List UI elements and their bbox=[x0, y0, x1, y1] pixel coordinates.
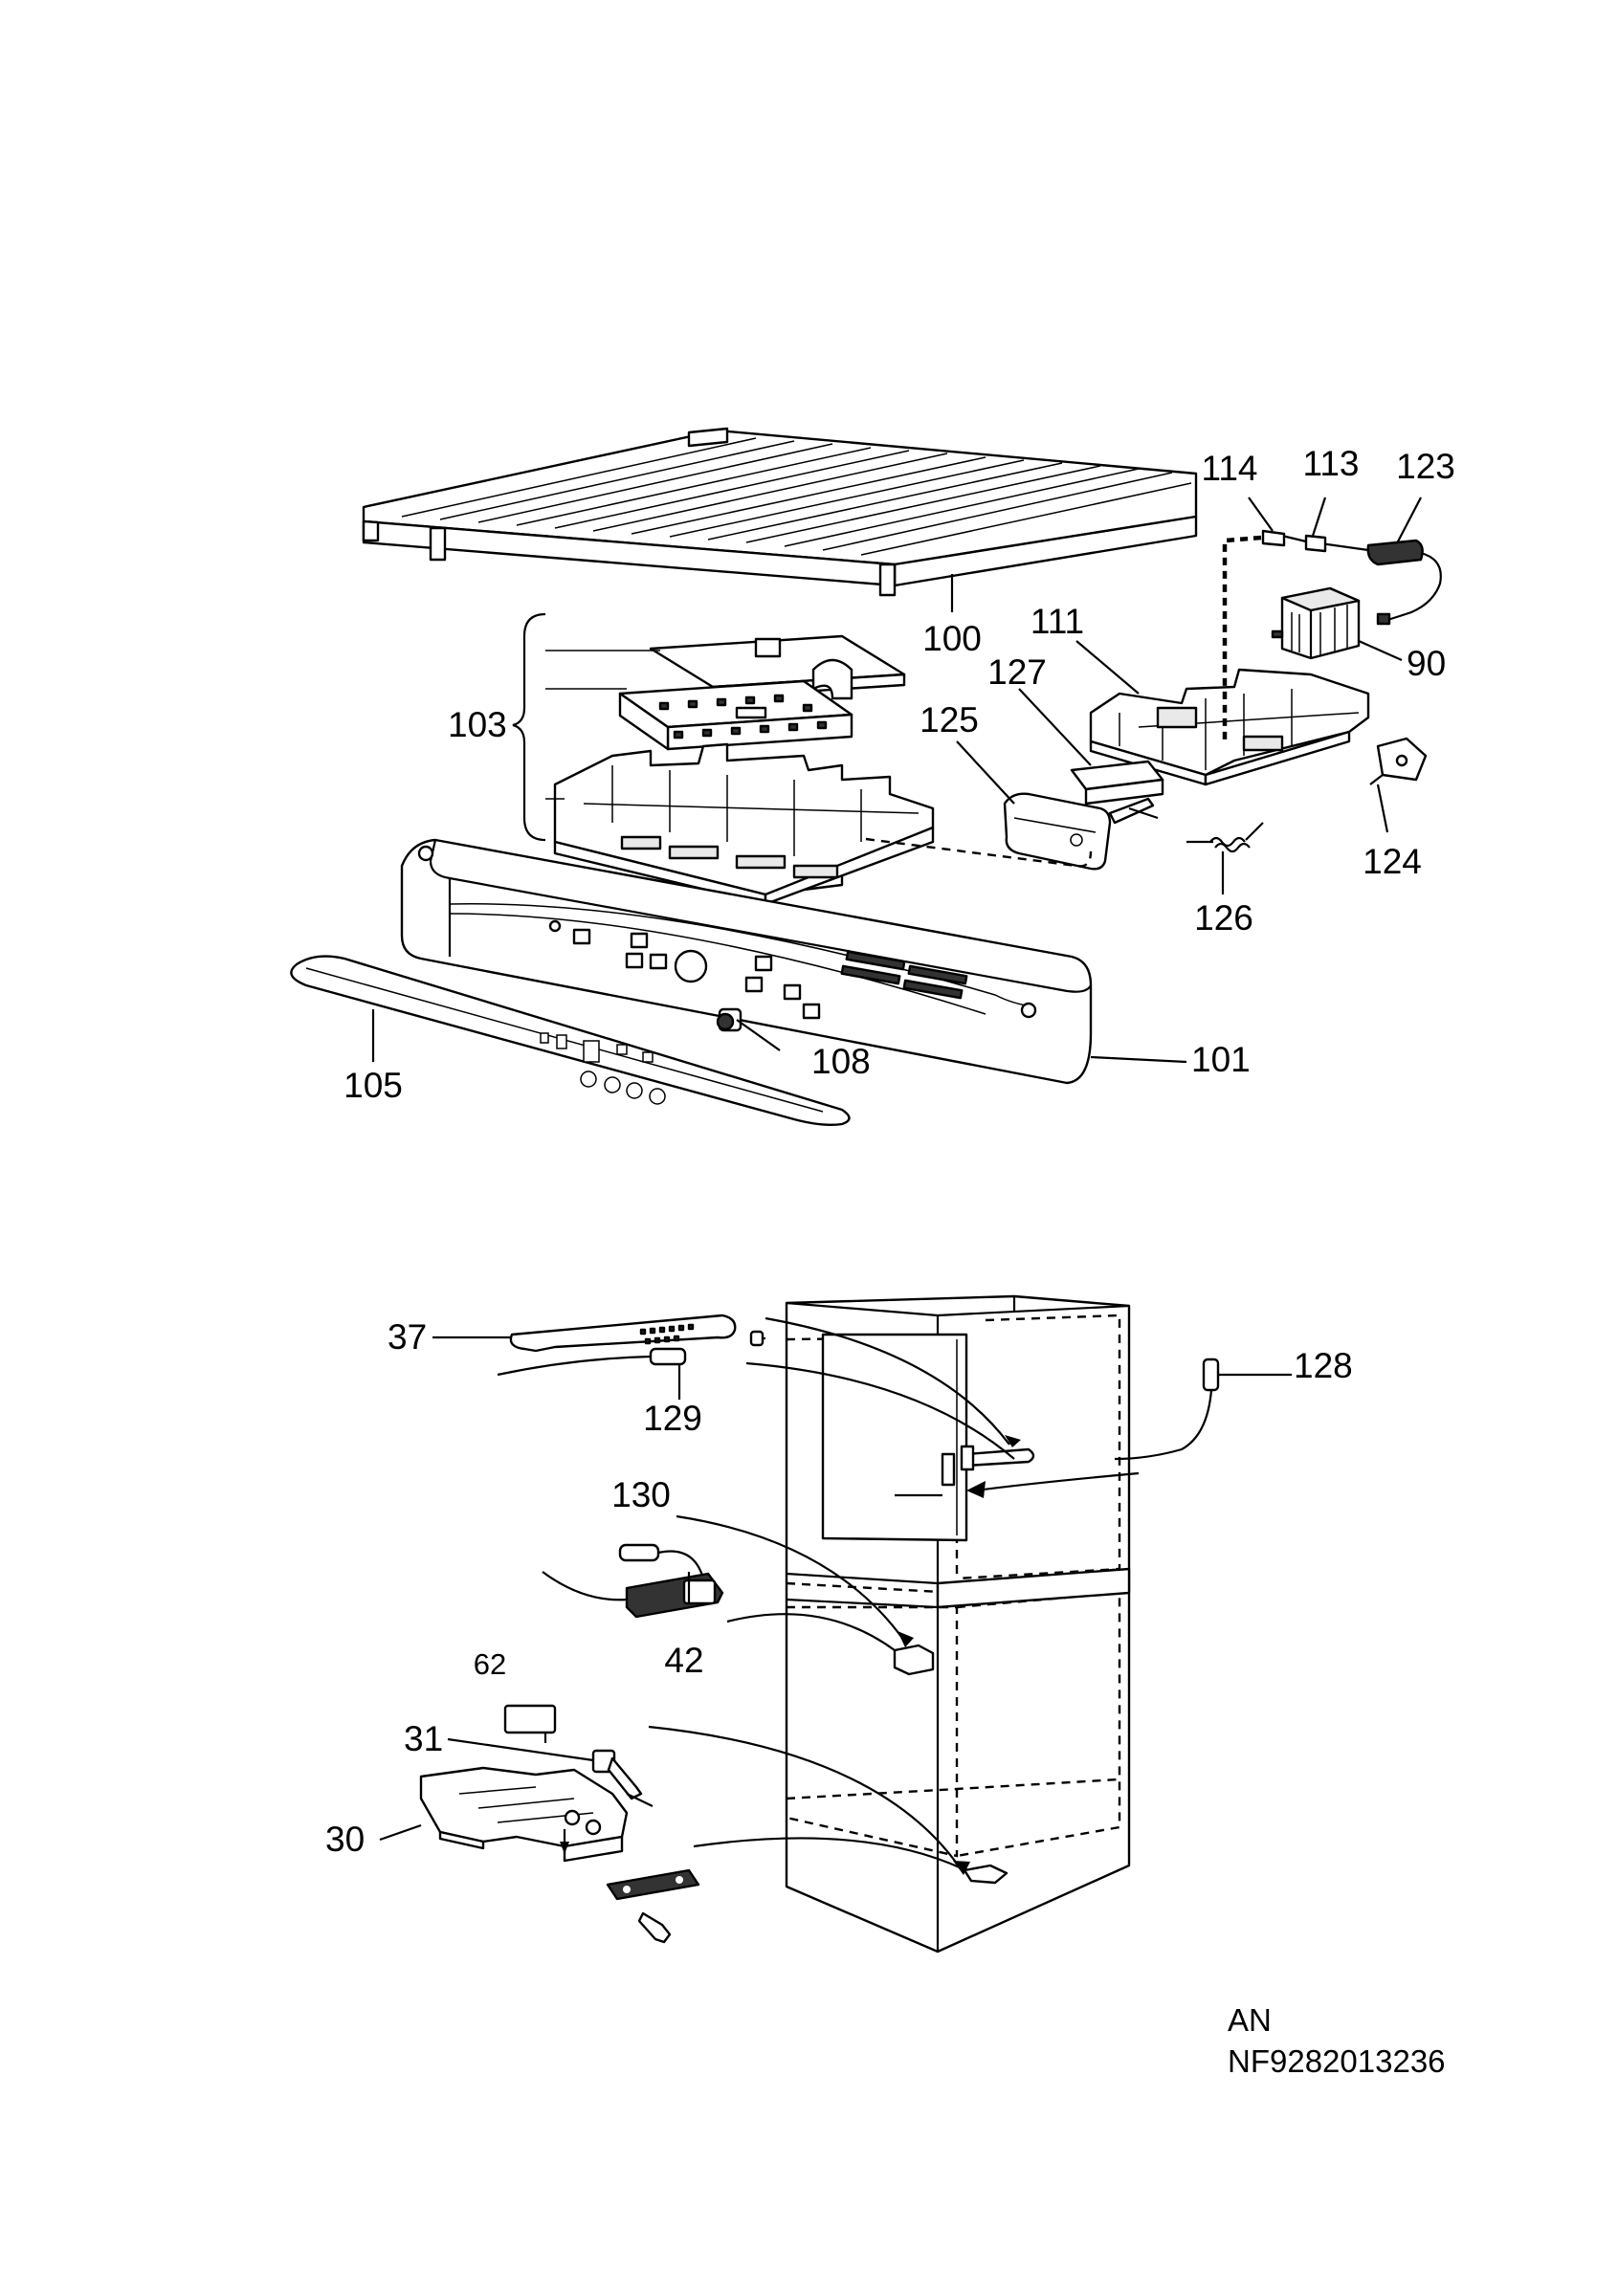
footer-document-number: NF9282013236 bbox=[1228, 2043, 1446, 2079]
thermostat-probe-31 bbox=[503, 1704, 654, 1807]
callout-111: 111 bbox=[1031, 602, 1084, 641]
bracket-124 bbox=[1369, 737, 1428, 785]
top-cover-panel bbox=[362, 427, 1198, 597]
sensor-130 bbox=[618, 1543, 705, 1579]
screw-30 bbox=[637, 1911, 672, 1944]
screw-37 bbox=[749, 1330, 765, 1347]
assembly-arrows bbox=[560, 1316, 1140, 1875]
cabinet-switch bbox=[963, 1864, 1008, 1885]
callout-37: 37 bbox=[388, 1317, 427, 1357]
callout-124: 124 bbox=[1363, 842, 1422, 881]
callout-62: 62 bbox=[474, 1647, 506, 1681]
control-panel-fascia bbox=[400, 838, 1093, 1085]
callout-128: 128 bbox=[1294, 1346, 1353, 1385]
display-lens bbox=[290, 955, 851, 1127]
footer-code-an: AN bbox=[1228, 2002, 1272, 2038]
bracket-plate-30 bbox=[606, 1868, 700, 1901]
button-knob bbox=[716, 1007, 743, 1032]
cabinet-lamp-holder bbox=[893, 1644, 935, 1676]
lamp-holder-42 bbox=[542, 1571, 724, 1619]
spring-126 bbox=[1186, 822, 1264, 853]
power-lead-assembly bbox=[1261, 529, 1442, 626]
callout-129: 129 bbox=[643, 1399, 702, 1438]
callout-126: 126 bbox=[1194, 898, 1253, 938]
callout-125: 125 bbox=[920, 700, 979, 740]
sensor-128 bbox=[1114, 1358, 1220, 1461]
callout-103: 103 bbox=[448, 705, 507, 744]
callout-42: 42 bbox=[664, 1641, 703, 1680]
callout-105: 105 bbox=[344, 1066, 403, 1105]
switch-cover-125 bbox=[1003, 792, 1159, 871]
thermostat-housing-30 bbox=[419, 1766, 629, 1863]
callout-100: 100 bbox=[922, 619, 982, 658]
leader-lines-top bbox=[371, 497, 1422, 1064]
electrical-housing-base bbox=[1089, 668, 1370, 786]
callout-123: 123 bbox=[1396, 447, 1455, 486]
cabinet-thermostat-mount bbox=[895, 1445, 1035, 1497]
callout-101: 101 bbox=[1191, 1040, 1251, 1079]
callout-108: 108 bbox=[811, 1042, 871, 1081]
callout-113: 113 bbox=[1303, 444, 1360, 483]
callout-127: 127 bbox=[987, 652, 1047, 692]
control-circuit-board bbox=[618, 679, 853, 751]
callout-90: 90 bbox=[1407, 644, 1446, 683]
callout-30: 30 bbox=[325, 1820, 365, 1859]
callout-labels: 100 101 103 105 108 111 113 114 123 124 … bbox=[325, 444, 1455, 1859]
callout-114: 114 bbox=[1202, 449, 1258, 488]
callout-31: 31 bbox=[404, 1719, 443, 1758]
leader-lines-bottom bbox=[379, 1336, 1292, 1842]
callout-130: 130 bbox=[611, 1475, 671, 1514]
housing-cover-127 bbox=[1070, 760, 1164, 806]
diagram-footer: AN NF9282013236 bbox=[1228, 2002, 1446, 2079]
sensor-probe-129 bbox=[497, 1347, 687, 1377]
transformer-90 bbox=[1271, 586, 1361, 660]
heater-strip-37 bbox=[509, 1314, 737, 1353]
refrigerator-cabinet bbox=[785, 1294, 1131, 1954]
